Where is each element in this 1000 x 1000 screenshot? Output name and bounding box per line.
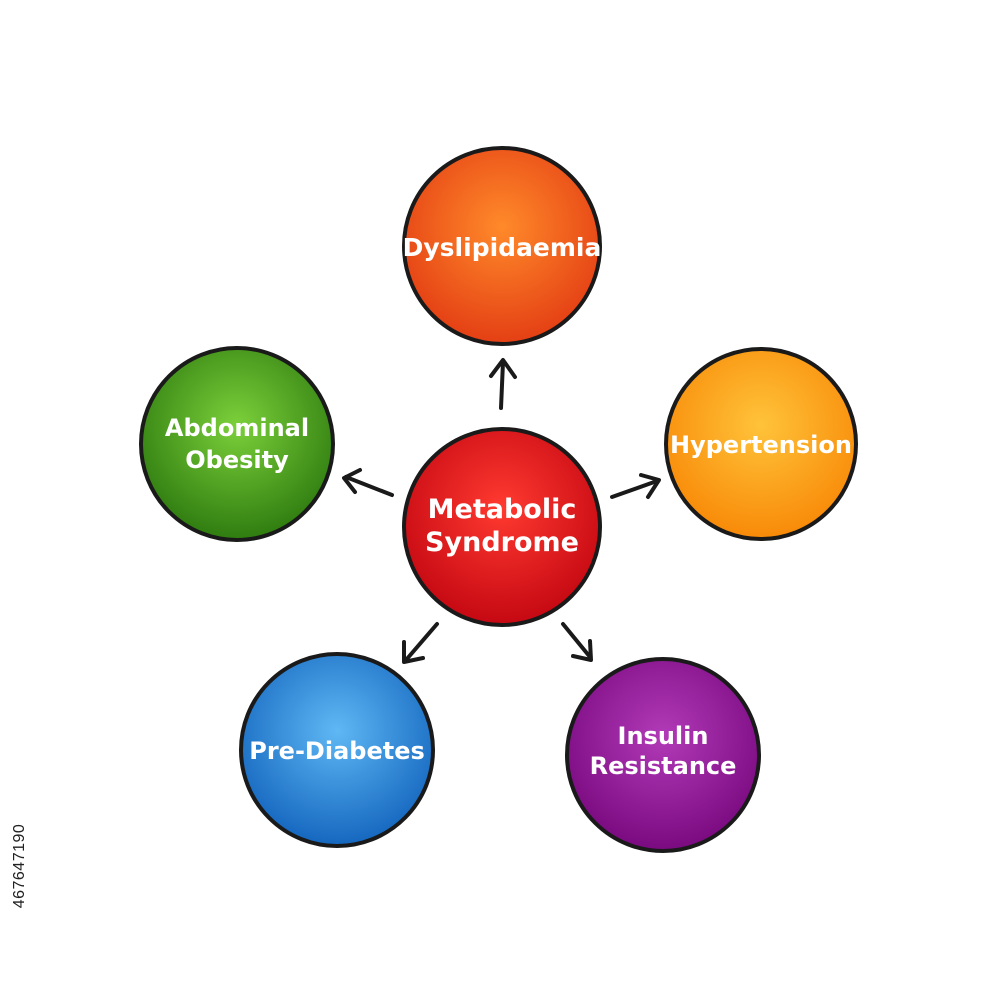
arrow-to-insulin-resistance xyxy=(561,622,593,662)
node-pre-diabetes: Pre-Diabetes xyxy=(239,652,435,848)
stock-image-id: 467647190 xyxy=(8,766,32,966)
pre-diabetes-label: Pre-Diabetes xyxy=(249,737,425,765)
arrow-to-abdominal-obesity xyxy=(342,468,394,497)
insulin-label-line2: Resistance xyxy=(590,752,737,780)
abdominal-label-line2: Obesity xyxy=(185,446,289,474)
arrow-to-pre-diabetes xyxy=(402,622,439,664)
node-insulin-resistance: Insulin Resistance xyxy=(565,657,761,853)
center-label-line2: Syndrome xyxy=(425,527,579,558)
node-abdominal-obesity: Abdominal Obesity xyxy=(139,346,335,542)
dyslipidaemia-label: Dyslipidaemia xyxy=(403,233,602,262)
center-label-line1: Metabolic xyxy=(428,494,577,525)
arrow-to-dyslipidaemia xyxy=(489,358,517,410)
node-dyslipidaemia: Dyslipidaemia xyxy=(402,146,602,346)
hypertension-label: Hypertension xyxy=(670,431,852,459)
node-metabolic-syndrome: Metabolic Syndrome xyxy=(402,427,602,627)
node-hypertension: Hypertension xyxy=(664,347,858,541)
stock-image-id-text: 467647190 xyxy=(11,823,28,909)
abdominal-label-line1: Abdominal xyxy=(165,414,309,442)
insulin-label-line1: Insulin xyxy=(618,722,709,750)
arrow-to-hypertension xyxy=(610,473,661,499)
